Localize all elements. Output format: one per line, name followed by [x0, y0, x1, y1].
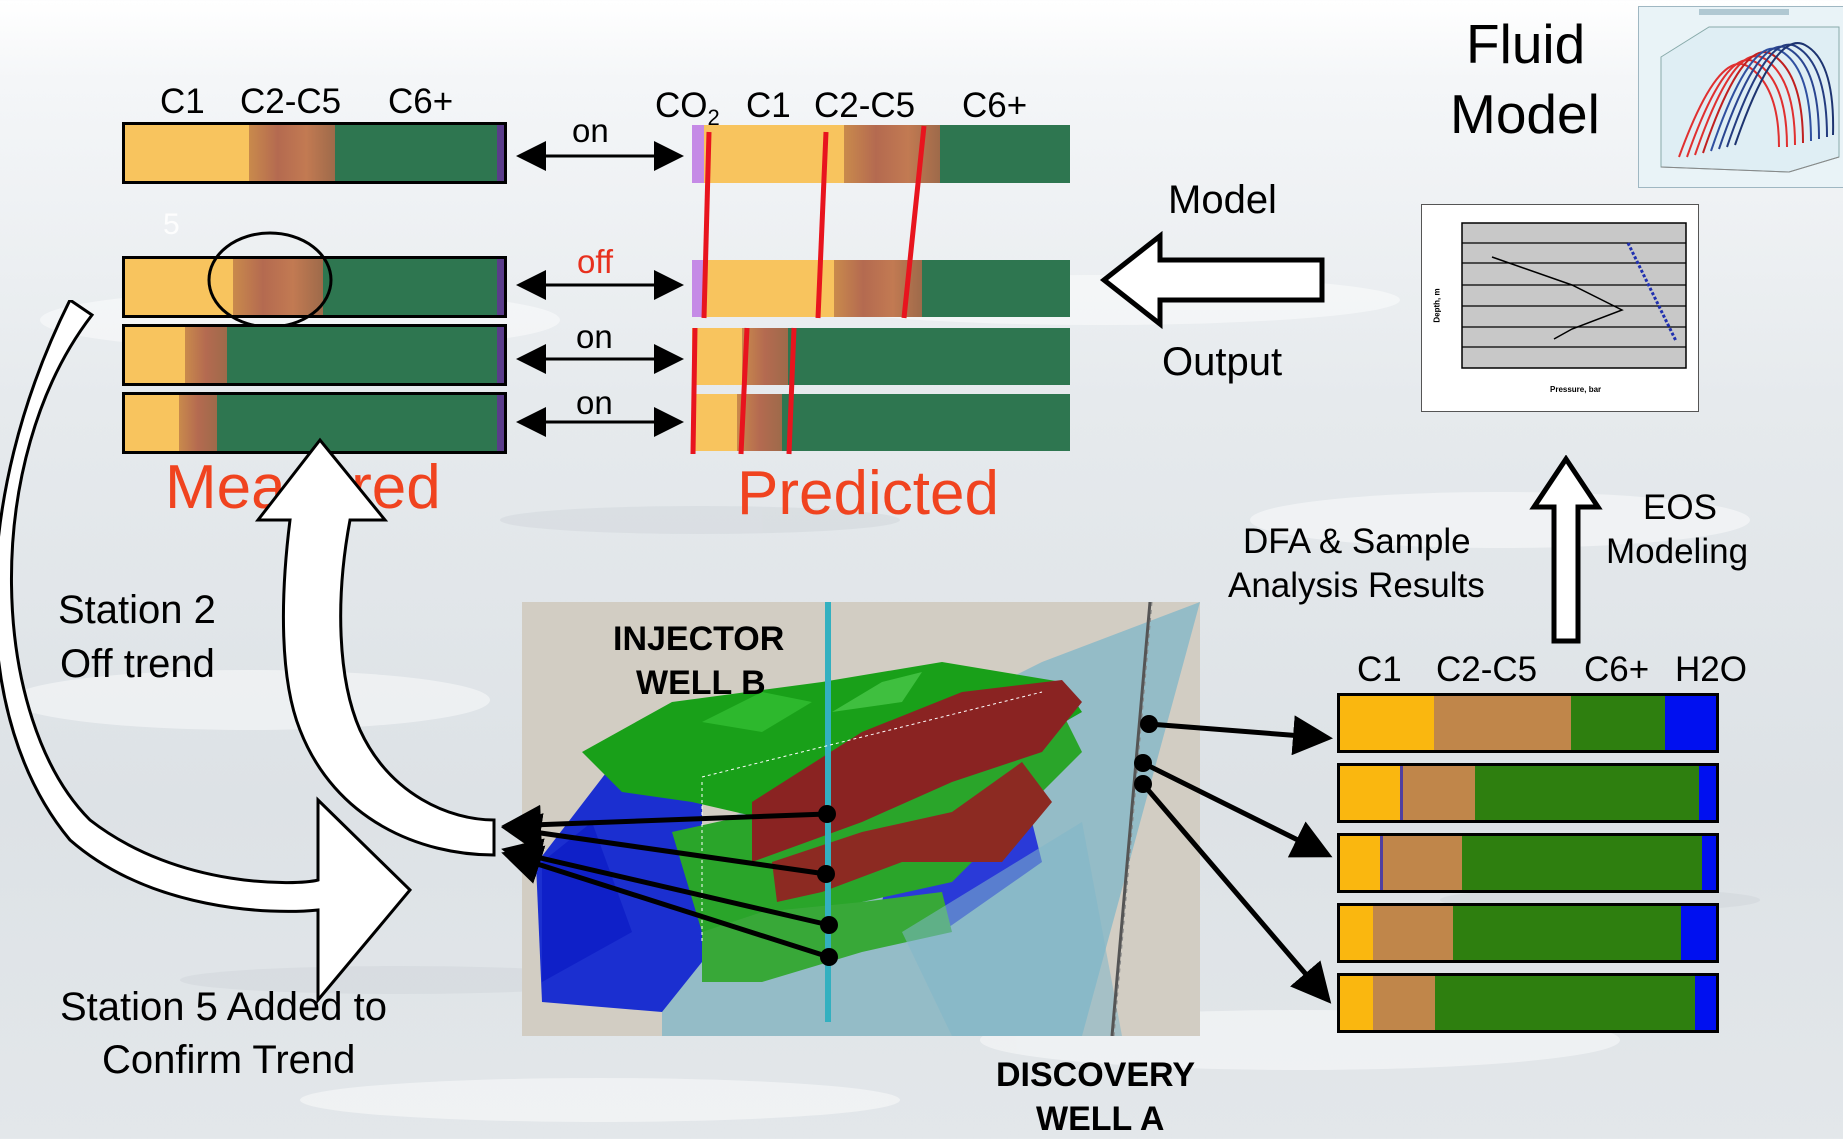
predicted-label-c1: C1	[746, 86, 791, 125]
output-label: Output	[1162, 340, 1283, 384]
comparison-arrows	[516, 141, 684, 437]
station5-label-line1: Station 5 Added to	[60, 985, 387, 1029]
dfa-label-line1: DFA & Sample	[1243, 522, 1471, 561]
reservoir-3d-model	[522, 602, 1200, 1036]
arrow-label-2: off	[577, 243, 614, 280]
injector-well-label-line2: WELL B	[636, 664, 766, 702]
arrow-label-1: on	[572, 112, 609, 149]
eos-label-line2: Modeling	[1606, 532, 1749, 571]
predicted-label-co2: CO2	[655, 86, 720, 130]
measured-bar-station-3	[122, 324, 507, 386]
predicted-label-c2c5: C2-C5	[814, 86, 916, 125]
sample-bar-4	[1337, 903, 1719, 963]
ghost-station-number: 5	[163, 208, 180, 241]
station2-label-line2: Off trend	[60, 642, 215, 686]
predicted-caption: Predicted	[737, 459, 999, 528]
model-output-arrow	[1099, 230, 1325, 330]
arrow-label-3: on	[576, 318, 613, 355]
plot-x-axis-label: Pressure, bar	[1550, 385, 1602, 394]
workflow-curved-arrows	[0, 300, 496, 1005]
eos-up-arrow	[1529, 455, 1603, 644]
sample-bar-1	[1337, 693, 1719, 753]
predicted-label-c6plus: C6+	[962, 86, 1028, 125]
arrow-label-4: on	[576, 384, 613, 421]
measured-bar-station-4	[122, 392, 507, 454]
phase-envelope-thumbnail	[1638, 6, 1843, 188]
station2-label-line1: Station 2	[58, 588, 216, 632]
sample-label-h2o: H2O	[1675, 650, 1747, 689]
eos-label-line1: EOS	[1643, 488, 1717, 527]
discovery-well-label-line2: WELL A	[1036, 1100, 1165, 1138]
predicted-bar-station-3	[692, 328, 1070, 385]
measured-label-c2c5: C2-C5	[240, 82, 342, 121]
predicted-bar-station-2	[692, 260, 1070, 317]
predicted-trend-lines	[690, 125, 927, 455]
fluid-model-title-line2: Model	[1450, 83, 1600, 145]
measured-label-c6plus: C6+	[388, 82, 454, 121]
fluid-model-title-line1: Fluid	[1466, 13, 1586, 75]
model-label: Model	[1168, 178, 1277, 222]
depth-pressure-plot: Depth, m Pressure, bar	[1421, 204, 1699, 412]
measured-bar-station-1	[122, 122, 507, 184]
sample-label-c6plus: C6+	[1584, 650, 1650, 689]
sample-label-c1: C1	[1357, 650, 1402, 689]
measured-bar-station-2	[122, 256, 507, 318]
station5-label-line2: Confirm Trend	[102, 1038, 356, 1082]
measured-label-c1: C1	[160, 82, 205, 121]
dfa-label-line2: Analysis Results	[1228, 566, 1485, 605]
sample-label-c2c5: C2-C5	[1436, 650, 1538, 689]
sample-bar-2	[1337, 763, 1719, 823]
discovery-well-label-line1: DISCOVERY	[996, 1056, 1196, 1094]
injector-well-label-line1: INJECTOR	[613, 620, 785, 658]
sample-bar-3	[1337, 833, 1719, 893]
sample-bar-5	[1337, 973, 1719, 1033]
